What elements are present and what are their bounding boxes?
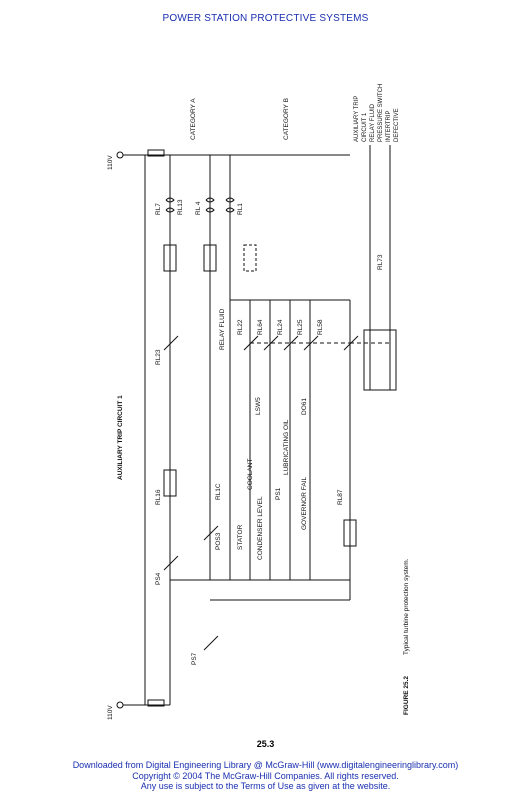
rl25-label: RL25 xyxy=(297,319,304,335)
ps1-label: PS1 xyxy=(275,487,282,500)
pos3-label: POS3 xyxy=(215,532,222,550)
turbine-protection-diagram: AUXILIARY TRIP CIRCUIT 1 110V 110V CATEG… xyxy=(107,84,410,720)
figure-caption-label: FIGURE 25.2 xyxy=(403,676,410,715)
circuit-title: AUXILIARY TRIP CIRCUIT 1 xyxy=(117,395,124,480)
figure-caption-text: Typical turbine protection system. xyxy=(403,558,410,655)
rl16-label: RL16 xyxy=(155,489,162,505)
rl22-label: RL22 xyxy=(237,319,244,335)
category-b-label: CATEGORY B xyxy=(283,98,290,140)
rl64-label: RL64 xyxy=(257,319,264,335)
rl23-label: RL23 xyxy=(155,349,162,365)
ps7-label: PS7 xyxy=(191,652,198,665)
rl24-label: RL24 xyxy=(277,319,284,335)
footer-download-line: Downloaded from Digital Engineering Libr… xyxy=(72,760,459,770)
governor-fail-label: GOVERNOR FAIL xyxy=(301,477,308,530)
legend-line-2: RELAY FLUID xyxy=(370,103,376,142)
ps4-label: PS4 xyxy=(155,572,162,585)
legend-line-5: DEFECTIVE xyxy=(394,108,400,142)
condenser-level-label: CONDENSER LEVEL xyxy=(257,496,264,560)
legend-line-0: AUXILIARY TRIP xyxy=(354,96,360,142)
rl58-label: RL58 xyxy=(317,319,324,335)
rl13-label: RL13 xyxy=(177,199,184,215)
supply-top-label: 110V xyxy=(107,155,114,170)
rl87-label: RL87 xyxy=(337,489,344,505)
page-footer: Downloaded from Digital Engineering Libr… xyxy=(0,760,531,792)
legend-line-4: INTERTRIP xyxy=(386,110,392,142)
page-number: 25.3 xyxy=(256,739,275,749)
rl4-label: RL 4 xyxy=(195,201,202,215)
category-a-label: CATEGORY A xyxy=(190,98,197,140)
coolant-label: COOLANT xyxy=(247,459,254,490)
page-header: POWER STATION PROTECTIVE SYSTEMS xyxy=(162,13,369,24)
stator-label: STATOR xyxy=(237,524,244,550)
rl1c-label: RL1C xyxy=(215,483,222,500)
legend-line-3: PRESSURE SWITCH xyxy=(378,84,384,142)
rl1-label: RL1 xyxy=(237,203,244,215)
supply-bottom-label: 110V xyxy=(107,705,114,720)
footer-terms-line: Any use is subject to the Terms of Use a… xyxy=(140,781,391,791)
footer-copyright-line: Copyright © 2004 The McGraw-Hill Compani… xyxy=(132,770,399,781)
rl7-label: RL7 xyxy=(155,203,162,215)
lsw5-label: LSW5 xyxy=(255,397,262,415)
legend-line-1: CIRCUIT 1 xyxy=(362,112,368,142)
rl73-label: RL73 xyxy=(377,254,384,270)
do61-label: DO61 xyxy=(301,398,308,415)
relay-fluid-label: RELAY FLUID xyxy=(219,308,226,350)
lubricating-oil-label: LUBRICATING OIL xyxy=(283,419,290,475)
